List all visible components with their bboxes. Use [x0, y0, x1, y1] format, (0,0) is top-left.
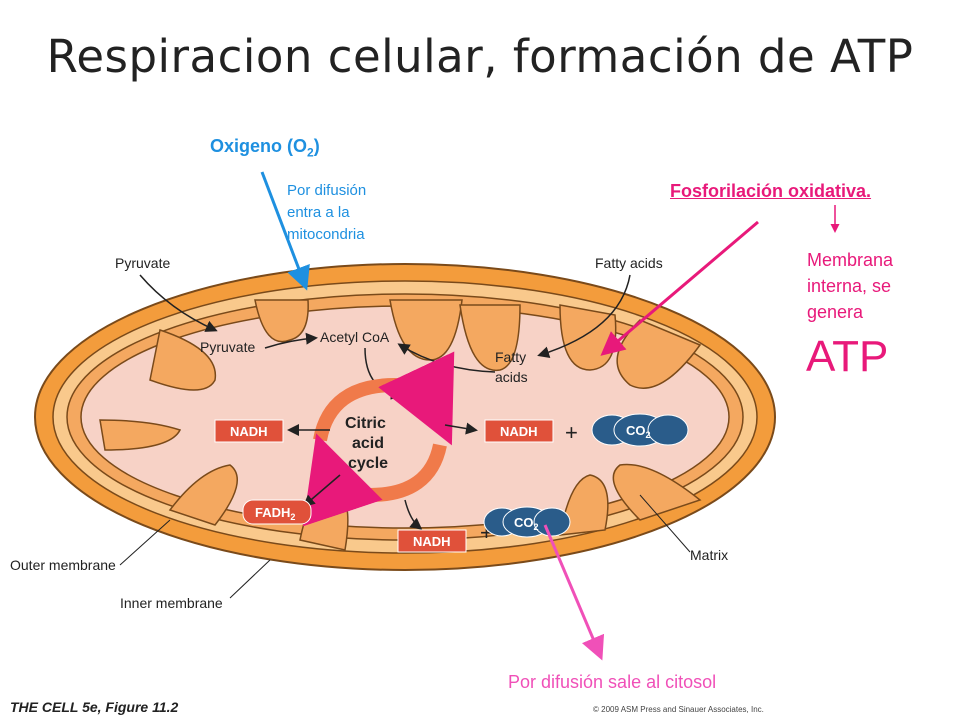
cycle-label-3: cycle	[348, 455, 388, 472]
diffusion-in-line-2: entra a la	[287, 204, 350, 221]
fadh2-subscript: 2	[290, 512, 295, 522]
nadh-box-right: NADH	[484, 419, 554, 443]
diffusion-in-line-1: Por difusión	[287, 182, 367, 199]
co2-molecule-right: CO2	[591, 413, 689, 447]
membrane-line-2: interna, se	[807, 276, 892, 296]
fadh2-arrow	[302, 474, 341, 507]
fatty-acids-inside-label-1: Fatty	[495, 349, 526, 365]
pyruvate-to-acetyl-arrow	[264, 332, 318, 349]
oxygen-label: Oxigeno (O2)	[210, 136, 320, 160]
cycle-arrow-bottom	[302, 433, 447, 527]
fadh2-label: FADH2	[255, 505, 295, 522]
membrane-line-3: genera	[807, 302, 864, 322]
cycle-arrow-top	[313, 351, 455, 446]
membrane-text: Membrana interna, se genera	[807, 247, 893, 325]
nadh-box-left: NADH	[214, 419, 284, 443]
cycle-label-2: acid	[352, 435, 384, 452]
co2-right-text: CO	[626, 423, 646, 438]
nadh-right-label: NADH	[500, 424, 538, 439]
pyruvate-entry-arrow	[139, 274, 218, 332]
acetyl-coa-label: Acetyl CoA	[320, 329, 390, 345]
co2-out-arrow	[543, 524, 605, 661]
figure-caption: THE CELL 5e, Figure 11.2	[10, 699, 179, 715]
oxygen-text: Oxigeno (O	[210, 136, 308, 156]
co2-bottom-subscript: 2	[534, 522, 539, 532]
inner-membrane-leader	[229, 559, 271, 599]
co2-bottom-label: CO2	[514, 515, 539, 532]
diffusion-out-text: Por difusión sale al citosol	[508, 672, 717, 692]
copyright-text: © 2009 ASM Press and Sinauer Associates,…	[593, 705, 764, 714]
oxygen-close: )	[313, 136, 320, 156]
plus-right: +	[565, 420, 578, 445]
cycle-label-1: Citric	[345, 415, 386, 432]
co2-right-subscript: 2	[646, 430, 651, 440]
matrix-label: Matrix	[690, 547, 728, 563]
pyruvate-outside-label: Pyruvate	[115, 255, 170, 271]
matrix-leader	[639, 494, 691, 553]
fatty-acids-outside-label: Fatty acids	[595, 255, 663, 271]
fadh2-text: FADH	[255, 505, 290, 520]
page-title: Respiracion celular, formación de ATP	[46, 30, 914, 83]
atp-label: ATP	[806, 332, 889, 381]
co2-molecule-bottom: CO2	[483, 506, 571, 538]
oxygen-subscript: 2	[307, 145, 314, 160]
nadh-left-label: NADH	[230, 424, 268, 439]
outer-membrane-leader	[119, 519, 171, 566]
oxygen-arrow	[260, 171, 310, 291]
fadh2-box: FADH2	[242, 499, 312, 525]
fatty-acids-inside-label-2: acids	[495, 369, 528, 385]
membrane-line-1: Membrana	[807, 250, 894, 270]
pyruvate-inside-label: Pyruvate	[200, 339, 255, 355]
cristae	[99, 299, 702, 551]
nadh-right-arrow	[444, 422, 478, 435]
outer-membrane-label: Outer membrane	[10, 557, 116, 573]
nadh-box-bottom: NADH	[397, 529, 467, 553]
diffusion-in-line-3: mitocondria	[287, 226, 365, 243]
fatty-acids-entry-arrow	[537, 274, 631, 359]
diffusion-in-text: Por difusión entra a la mitocondria	[287, 180, 366, 246]
co2-right-label: CO2	[626, 423, 651, 440]
co2-bottom-text: CO	[514, 515, 534, 530]
oxphos-label: Fosforilación oxidativa.	[670, 181, 872, 201]
nadh-bottom-arrow	[404, 499, 423, 530]
oxphos-arrow	[600, 220, 759, 356]
nadh-bottom-label: NADH	[413, 534, 451, 549]
inner-membrane-label: Inner membrane	[120, 595, 223, 611]
